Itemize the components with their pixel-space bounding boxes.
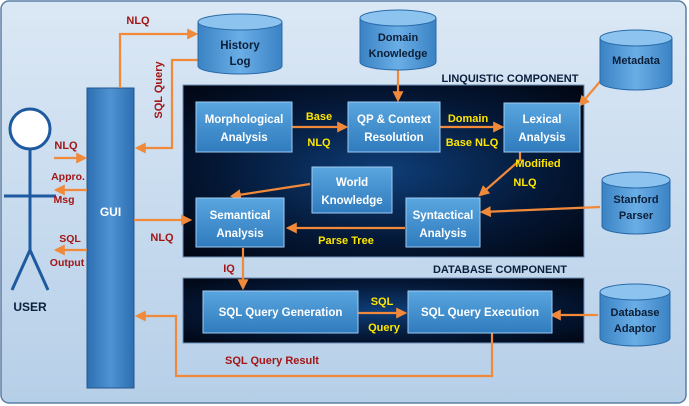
svg-text:Analysis: Analysis bbox=[518, 132, 565, 144]
svg-text:Analysis: Analysis bbox=[419, 228, 466, 240]
store-domain-knowledge: Domain Knowledge bbox=[359, 9, 437, 71]
module-lexical: Lexical Analysis bbox=[503, 102, 581, 153]
gui-bar: GUI bbox=[86, 87, 135, 389]
label-nlq-top: NLQ bbox=[126, 15, 150, 27]
svg-text:Domain: Domain bbox=[378, 32, 419, 44]
svg-text:History: History bbox=[220, 40, 260, 52]
svg-text:Knowledge: Knowledge bbox=[321, 195, 382, 207]
svg-text:Database: Database bbox=[611, 307, 660, 319]
svg-text:Analysis: Analysis bbox=[220, 132, 267, 144]
label-sql-query-result: SQL Query Result bbox=[225, 355, 319, 367]
module-semantical: Semantical Analysis bbox=[195, 197, 285, 248]
arrow-history-to-gui bbox=[134, 58, 198, 154]
module-sql-generation: SQL Query Generation bbox=[202, 290, 359, 334]
store-database-adaptor: Database Adaptor bbox=[599, 283, 671, 347]
arrow-modified-nlq bbox=[478, 152, 522, 197]
module-sql-execution: SQL Query Execution bbox=[407, 290, 553, 334]
gui-label: GUI bbox=[100, 205, 121, 219]
user-icon bbox=[4, 107, 56, 291]
store-stanford-parser: Stanford Parser bbox=[601, 171, 671, 235]
svg-text:Resolution: Resolution bbox=[364, 132, 423, 144]
label-modified-nlq: NLQ bbox=[513, 177, 537, 189]
svg-text:World: World bbox=[336, 177, 368, 189]
svg-text:Lexical: Lexical bbox=[523, 114, 562, 126]
svg-text:Morphological: Morphological bbox=[205, 114, 284, 126]
module-morphological: Morphological Analysis bbox=[195, 101, 293, 153]
label-gui-nlq: NLQ bbox=[150, 232, 174, 244]
svg-text:Knowledge: Knowledge bbox=[369, 48, 428, 60]
label-base: Base bbox=[306, 111, 332, 123]
svg-text:Analysis: Analysis bbox=[216, 228, 263, 240]
database-panel-title: DATABASE COMPONENT bbox=[433, 264, 567, 276]
arrow-gui-to-history bbox=[118, 28, 199, 88]
svg-text:Syntactical: Syntactical bbox=[413, 210, 474, 222]
store-history-log: History Log bbox=[197, 13, 283, 75]
label-base-nlq: NLQ bbox=[307, 137, 331, 149]
label-appro: Appro. bbox=[51, 171, 85, 183]
arrow-parser-to-syntactical bbox=[479, 205, 601, 218]
store-metadata: Metadata bbox=[599, 29, 673, 91]
arrow-sql-query-result bbox=[134, 310, 494, 378]
label-sql: SQL bbox=[59, 233, 81, 245]
module-world-knowledge: World Knowledge bbox=[311, 166, 393, 214]
svg-text:SQL Query Execution: SQL Query Execution bbox=[421, 307, 539, 319]
label-domain-base-nlq: Base NLQ bbox=[446, 137, 499, 149]
label-iq: IQ bbox=[223, 263, 235, 275]
arrow-world-to-semantical bbox=[229, 182, 311, 201]
label-output: Output bbox=[50, 257, 85, 269]
svg-text:QP & Context: QP & Context bbox=[357, 114, 431, 126]
svg-text:Adaptor: Adaptor bbox=[614, 323, 657, 335]
label-modified: Modified bbox=[515, 158, 560, 170]
label-parse-tree: Parse Tree bbox=[318, 235, 374, 247]
label-query: Query bbox=[368, 322, 401, 334]
label-sql-q: SQL bbox=[371, 296, 394, 308]
svg-text:Stanford: Stanford bbox=[613, 194, 658, 206]
svg-text:Log: Log bbox=[229, 56, 250, 68]
svg-text:Metadata: Metadata bbox=[612, 55, 661, 67]
label-user-nlq: NLQ bbox=[54, 140, 78, 152]
label-sql-query-vertical: SQL Query bbox=[153, 60, 165, 118]
label-msg: Msg bbox=[54, 194, 75, 206]
svg-text:Parser: Parser bbox=[619, 210, 654, 222]
label-domain: Domain bbox=[448, 113, 489, 125]
user-label: USER bbox=[13, 300, 47, 314]
module-syntactical: Syntactical Analysis bbox=[405, 197, 481, 248]
svg-text:SQL Query Generation: SQL Query Generation bbox=[219, 307, 343, 319]
linguistic-panel-title: LINQUISTIC COMPONENT bbox=[442, 73, 579, 85]
svg-text:Semantical: Semantical bbox=[210, 210, 271, 222]
module-qp-context: QP & Context Resolution bbox=[347, 101, 441, 153]
